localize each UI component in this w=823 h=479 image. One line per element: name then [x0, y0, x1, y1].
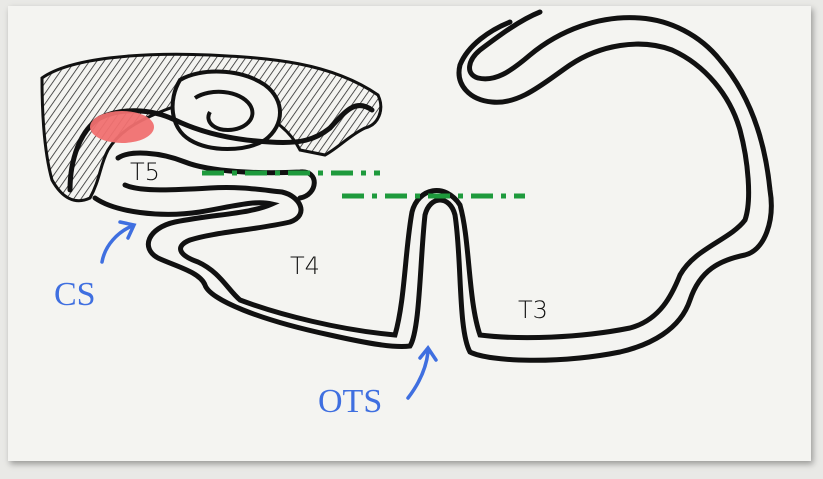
red-marker	[90, 111, 154, 143]
label-cs: CS	[54, 276, 96, 313]
label-t3: T3	[518, 296, 548, 324]
label-ots: OTS	[318, 383, 382, 420]
arrow-ots	[408, 348, 436, 398]
arrow-cs	[102, 222, 134, 262]
label-t4: T4	[290, 252, 320, 280]
label-t5: T5	[130, 158, 160, 186]
